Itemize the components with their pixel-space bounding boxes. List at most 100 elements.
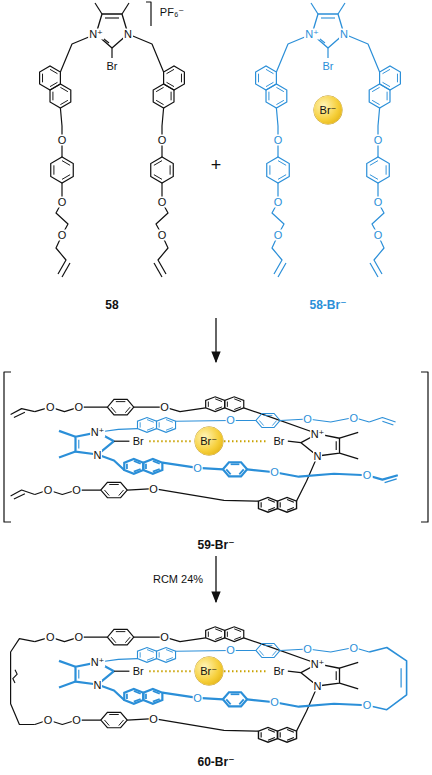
ring-double-bond <box>125 407 130 413</box>
ring-double-bond <box>166 658 173 661</box>
bond-line <box>149 440 193 442</box>
ring-double-bond <box>234 407 241 410</box>
atom-label: N⁺ <box>304 29 320 40</box>
ring-double-bond <box>227 402 228 407</box>
atom-label: O <box>157 135 168 146</box>
atom-label: O <box>225 415 236 426</box>
ring-double-bond <box>264 645 273 646</box>
bond-line <box>247 699 367 706</box>
ring-double-bond <box>109 714 119 715</box>
aromatic-ring <box>278 727 297 742</box>
atom-label: Br <box>106 61 119 72</box>
aromatic-ring <box>256 643 280 657</box>
ring-double-bond <box>239 469 243 474</box>
ring-double-bond <box>269 165 270 174</box>
atom-label: O <box>273 197 284 208</box>
ring-double-bond <box>280 732 281 737</box>
aromatic-ring <box>143 689 162 704</box>
bond-line <box>296 686 317 731</box>
bond-line <box>14 494 25 499</box>
ring-double-bond <box>140 422 141 427</box>
aromatic-ring <box>107 629 133 644</box>
bond-line <box>127 489 258 502</box>
bond-line <box>146 2 151 26</box>
bond-line <box>336 441 337 450</box>
atom-label: N⁺ <box>310 658 326 669</box>
ring-double-bond <box>208 632 209 637</box>
bond-line <box>111 48 112 58</box>
ring-double-bond <box>111 407 116 413</box>
aromatic-ring <box>101 712 127 727</box>
bond-line <box>344 34 380 72</box>
ring-double-bond <box>140 652 141 657</box>
plus-sign: + <box>210 156 223 174</box>
atom-label: N <box>93 679 103 690</box>
atom-label: O <box>302 414 313 425</box>
atom-label: O <box>373 197 384 208</box>
ring-double-bond <box>215 407 222 410</box>
aromatic-ring <box>151 157 174 183</box>
ring-double-bond <box>126 694 128 699</box>
ring-double-bond <box>52 92 53 101</box>
ring-double-bond <box>147 420 154 423</box>
ring-double-bond <box>134 699 141 702</box>
ring-double-bond <box>145 464 147 469</box>
bond-line <box>382 421 393 425</box>
bond-line <box>340 683 359 689</box>
ring-double-bond <box>386 165 387 174</box>
ring-double-bond <box>278 161 286 166</box>
bond-line <box>401 668 402 687</box>
bond-line <box>336 671 337 680</box>
ring-double-bond <box>268 738 275 741</box>
aromatic-ring <box>137 648 156 663</box>
atom-label: O <box>192 692 203 703</box>
ring-double-bond <box>159 652 160 657</box>
ring-double-bond <box>156 87 163 91</box>
ring-double-bond <box>227 632 228 637</box>
counter-ion: PF₆⁻ <box>159 7 185 18</box>
ring-double-bond <box>268 92 269 101</box>
ring-double-bond <box>272 650 276 655</box>
ring-double-bond <box>53 165 54 174</box>
compound-number: 58 <box>104 299 119 311</box>
aromatic-ring <box>223 462 247 476</box>
bond-line <box>154 263 162 277</box>
ring-double-bond <box>268 500 275 503</box>
bond-line <box>327 48 328 58</box>
bond-line <box>59 682 76 688</box>
aromatic-ring <box>225 397 244 412</box>
aromatic-ring <box>153 84 174 108</box>
reaction-arrow <box>215 318 216 362</box>
ring-double-bond <box>215 629 222 632</box>
atom-label: N <box>313 451 323 462</box>
atom-label: O <box>57 135 68 146</box>
atom-label: Br <box>132 666 145 677</box>
ring-double-bond <box>372 87 379 91</box>
ring-double-bond <box>147 650 154 653</box>
atom-label: O <box>362 470 373 481</box>
atom-label: N <box>93 449 103 460</box>
ring-double-bond <box>166 420 173 423</box>
ring-double-bond <box>234 399 241 402</box>
ring-double-bond <box>234 637 241 640</box>
bond-line <box>59 661 76 667</box>
ring-double-bond <box>154 161 162 166</box>
ring-double-bond <box>119 490 124 496</box>
atom-label: O <box>159 632 170 643</box>
aromatic-ring <box>267 157 290 183</box>
ring-double-bond <box>239 699 243 704</box>
reaction-arrow <box>215 556 216 602</box>
ring-double-bond <box>258 74 259 83</box>
bond-line <box>78 670 79 679</box>
atom-label: O <box>71 715 82 726</box>
ring-double-bond <box>234 629 241 632</box>
atom-label: N⁺ <box>90 657 106 668</box>
aromatic-ring <box>258 497 277 512</box>
ring-double-bond <box>276 87 283 91</box>
ring-double-bond <box>171 92 172 101</box>
ring-double-bond <box>119 720 124 726</box>
bond-line <box>62 263 70 277</box>
anion-label: Br⁻ <box>200 436 217 447</box>
atom-label: O <box>273 230 284 241</box>
aromatic-ring <box>124 689 143 704</box>
